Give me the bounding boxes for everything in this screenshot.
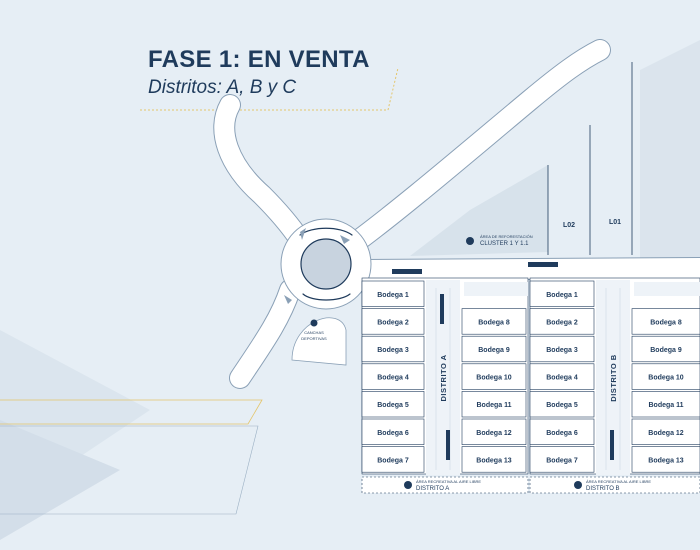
warehouse-a-13[interactable]: [461, 446, 527, 473]
warehouse-label: Bodega 1: [546, 292, 578, 299]
lot-L02: L02: [563, 222, 575, 229]
warehouse-label: Bodega 7: [377, 457, 409, 464]
warehouse-label: Bodega 10: [476, 375, 512, 382]
sports-label-line2: DEPORTIVAS: [301, 336, 327, 341]
sports-courts-area: CANCHAS DEPORTIVAS: [291, 317, 347, 366]
sports-label-line1: CANCHAS: [304, 330, 324, 335]
warehouse-b-2[interactable]: [529, 308, 595, 335]
warehouse-label: Bodega 12: [648, 430, 684, 437]
district-b-label: DISTRITO B: [609, 354, 618, 401]
warehouse-label: Bodega 10: [648, 375, 684, 382]
warehouse-label: Bodega 9: [478, 347, 510, 354]
warehouse-b-11[interactable]: [631, 391, 700, 418]
warehouse-label: Bodega 5: [377, 402, 409, 409]
sports-icon: [310, 319, 318, 327]
district-b-recreation-name: DISTRITO B: [586, 486, 620, 492]
warehouse-a-11[interactable]: [461, 391, 527, 418]
page-subtitle: Distritos: A, B y C: [148, 77, 297, 98]
district-a-recreation-name: DISTRITO A: [416, 486, 449, 492]
background-decoration: [0, 40, 700, 540]
warehouse-label: Bodega 11: [476, 402, 511, 409]
warehouse-a-8[interactable]: [461, 308, 527, 335]
trucks: [392, 262, 558, 274]
warehouse-a-7[interactable]: [361, 446, 425, 473]
warehouse-b-13[interactable]: [631, 446, 700, 473]
warehouse-label: Bodega 2: [546, 319, 578, 326]
warehouse-a-2[interactable]: [361, 308, 425, 335]
warehouse-a-9[interactable]: [461, 335, 527, 363]
warehouse-b-7[interactable]: [529, 446, 595, 473]
warehouse-b-4[interactable]: [529, 363, 595, 390]
warehouse-a-5[interactable]: [361, 391, 425, 418]
reforestation-label-line2: CLUSTER 1 Y 1.1: [480, 241, 529, 247]
warehouse-a-10[interactable]: [461, 363, 527, 390]
warehouse-b-12[interactable]: [631, 418, 700, 445]
warehouse-cells: Bodega 1 Bodega 2 Bodega 3 Bodega 4 Bodega 5…: [361, 280, 700, 473]
warehouse-label: Bodega 11: [648, 402, 683, 409]
warehouse-b-8[interactable]: [631, 308, 700, 335]
tree-icon: [466, 237, 474, 245]
district-a-recreation: [361, 476, 529, 494]
warehouse-label: Bodega 12: [476, 430, 512, 437]
reforestation-label-line1: ÁREA DE REFORESTACIÓN: [480, 234, 533, 239]
warehouse-b-5[interactable]: [529, 391, 595, 418]
warehouse-b-10[interactable]: [631, 363, 700, 390]
page-title: FASE 1: EN VENTA: [148, 46, 370, 73]
lot-L01: L01: [609, 219, 621, 226]
warehouse-label: Bodega 2: [377, 319, 409, 326]
warehouse-label: Bodega 4: [377, 375, 409, 382]
district-b-recreation-icon: [574, 481, 582, 489]
warehouse-label: Bodega 6: [546, 430, 578, 437]
warehouse-b-1[interactable]: [529, 280, 595, 307]
lots: L02 L01: [547, 62, 633, 255]
warehouse-a-4[interactable]: [361, 363, 425, 390]
warehouse-label: Bodega 4: [546, 375, 578, 382]
warehouse-label: Bodega 1: [377, 292, 409, 299]
district-a-recreation-icon: [404, 481, 412, 489]
warehouse-b-9[interactable]: [631, 335, 700, 363]
warehouse-label: Bodega 8: [650, 319, 682, 326]
warehouse-label: Bodega 9: [650, 347, 682, 354]
district-b-recreation-small: ÁREA RECREATIVA AL AIRE LIBRE: [586, 479, 651, 484]
warehouse-label: Bodega 8: [478, 319, 510, 326]
warehouse-label: Bodega 5: [546, 402, 578, 409]
warehouse-label: Bodega 6: [377, 430, 409, 437]
reforestation-area: ÁREA DE REFORESTACIÓN CLUSTER 1 Y 1.1: [410, 165, 548, 256]
warehouse-a-1[interactable]: [361, 280, 425, 307]
warehouse-label: Bodega 13: [648, 457, 684, 464]
warehouse-a-6[interactable]: [361, 418, 425, 445]
warehouse-label: Bodega 3: [546, 347, 578, 354]
warehouse-b-6[interactable]: [529, 418, 595, 445]
warehouse-a-3[interactable]: [361, 335, 425, 363]
warehouse-label: Bodega 13: [476, 457, 512, 464]
warehouse-a-12[interactable]: [461, 418, 527, 445]
warehouse-b-3[interactable]: [529, 335, 595, 363]
warehouse-label: Bodega 7: [546, 457, 578, 464]
district-a-recreation-small: ÁREA RECREATIVA AL AIRE LIBRE: [416, 479, 481, 484]
district-a-label: DISTRITO A: [439, 354, 448, 401]
warehouse-label: Bodega 3: [377, 347, 409, 354]
district-b-recreation: [529, 476, 700, 494]
